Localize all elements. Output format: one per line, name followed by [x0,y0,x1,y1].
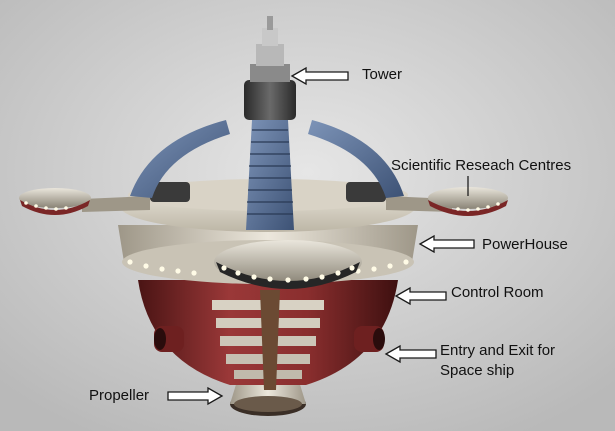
label-tower: Tower [362,66,403,83]
arrow-powerhouse [418,234,475,254]
label-entry-exit-line2: Space ship [440,362,515,379]
label-propeller: Propeller [89,387,150,404]
blue-arches [130,120,404,198]
label-powerhouse: PowerHouse [482,236,568,253]
arrow-control-room [394,286,447,306]
label-entry-exit-line1: Entry and Exit for [440,342,556,359]
arrow-entry-exit [384,344,437,364]
mid-hull [118,225,418,289]
research-pod-right [386,187,508,216]
central-tower [244,16,296,230]
arrow-propeller [167,386,224,406]
label-research-centres: Scientific Reseach Centres [391,157,572,174]
label-control-room: Control Room [451,284,544,301]
label-arrows [167,66,475,406]
arrow-tower [290,66,349,86]
research-pod-left [19,188,150,215]
lower-hull [138,280,398,390]
